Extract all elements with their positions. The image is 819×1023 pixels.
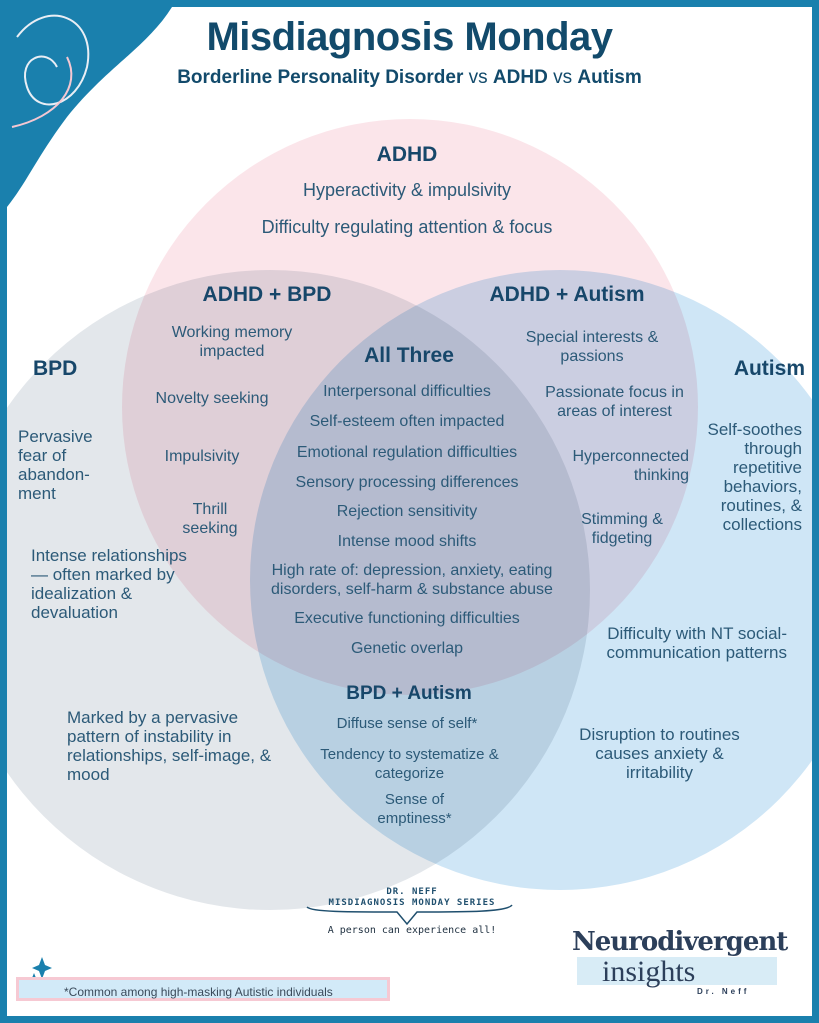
all-three-item: Intense mood shifts — [337, 533, 477, 550]
all-three-item: High rate of: depression, anxiety, eatin… — [271, 562, 553, 598]
all-three-item: Executive functioning difficulties — [294, 610, 520, 627]
footnote: *Common among high-masking Autistic indi… — [16, 977, 390, 1001]
adhd-item: Hyperactivity & impulsivity — [302, 180, 512, 200]
autism-item: Disruption to routines causes anxiety & … — [579, 725, 740, 782]
subtitle-vs: vs — [547, 67, 578, 88]
bpd-heading: BPD — [33, 357, 78, 380]
brace-icon — [306, 904, 513, 926]
subtitle-adhd: ADHD — [492, 67, 548, 88]
autism-item: Difficulty with NT social-communication … — [606, 624, 787, 662]
adhd-item: Difficulty regulating attention & focus — [261, 217, 553, 237]
bpd-item: Pervasive fear of abandon-ment — [18, 427, 93, 503]
adhd-autism-item: Hyperconnected thinking — [572, 448, 689, 484]
infographic: Misdiagnosis Monday Borderline Personali… — [7, 7, 812, 1016]
bpd-autism-item: Sense of emptiness* — [377, 791, 452, 827]
adhd-autism-item: Special interests & passions — [525, 329, 659, 365]
adhd-bpd-item: Novelty seeking — [155, 390, 269, 407]
all-three-item: Genetic overlap — [350, 640, 464, 657]
adhd-circle — [122, 119, 698, 695]
venn-diagram — [7, 7, 812, 993]
decor-line — [11, 56, 73, 128]
tagline: A person can experience all! — [327, 925, 497, 936]
bpd-item: Intense relationships — often marked by … — [31, 546, 187, 622]
bpd-autism-heading: BPD + Autism — [346, 683, 472, 704]
series-author: DR. NEFF — [386, 887, 438, 897]
logo-brush — [577, 957, 777, 985]
all-three-item: Self-esteem often impacted — [309, 413, 505, 430]
all-three-item: Rejection sensitivity — [336, 503, 478, 520]
all-three-heading: All Three — [364, 344, 454, 367]
subtitle-autism: Autism — [577, 67, 642, 88]
page-title: Misdiagnosis Monday — [206, 15, 613, 59]
bpd-autism-item: Tendency to systematize & categorize — [320, 746, 499, 782]
series-label: DR. NEFF MISDIAGNOSIS MONDAY SERIES — [302, 887, 522, 909]
all-three-item: Sensory processing differences — [295, 474, 519, 491]
logo-author: Dr. Neff — [697, 987, 750, 996]
adhd-autism-item: Stimming & fidgeting — [581, 511, 663, 547]
adhd-autism-heading: ADHD + Autism — [489, 283, 645, 306]
adhd-bpd-item: Working memory impacted — [171, 324, 293, 360]
subtitle-bpd: Borderline Personality Disorder — [177, 67, 464, 88]
bpd-autism-item: Diffuse sense of self* — [336, 715, 478, 732]
subtitle: Borderline Personality Disorder vs ADHD … — [7, 67, 812, 89]
adhd-bpd-heading: ADHD + BPD — [202, 283, 332, 306]
corner-decoration — [7, 7, 172, 207]
autism-item: Self-soothes through repetitive behavior… — [707, 420, 803, 534]
decor-line — [16, 14, 90, 106]
logo-text: insights — [602, 955, 696, 988]
bpd-item: Marked by a pervasive pattern of instabi… — [67, 708, 272, 784]
adhd-heading: ADHD — [376, 143, 438, 166]
adhd-bpd-item: Thrill seeking — [182, 501, 238, 537]
all-three-item: Emotional regulation difficulties — [296, 444, 518, 461]
all-three-item: Interpersonal difficulties — [323, 383, 491, 400]
subtitle-vs: vs — [463, 67, 493, 88]
autism-heading: Autism — [733, 357, 805, 380]
adhd-bpd-item: Impulsivity — [164, 448, 240, 465]
logo-text: Neurodivergent — [572, 927, 788, 957]
adhd-autism-item: Passionate focus in areas of interest — [545, 384, 684, 420]
series-name: MISDIAGNOSIS MONDAY SERIES — [328, 898, 496, 908]
